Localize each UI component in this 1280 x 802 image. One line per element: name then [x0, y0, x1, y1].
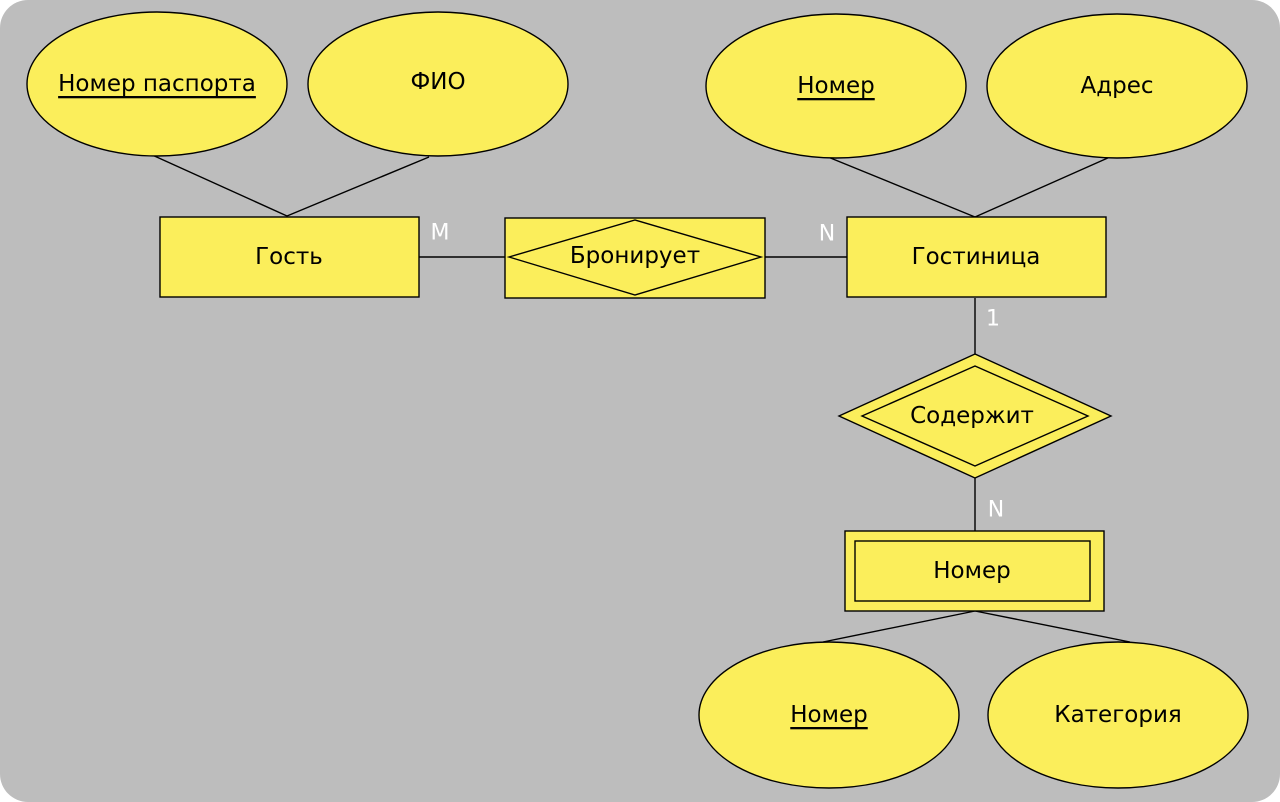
attribute-fullname-label: ФИО — [410, 69, 465, 95]
line-room-category — [974, 610, 1131, 643]
attribute-fullname-ellipse — [307, 11, 569, 157]
entity-hotel-label: Гостиница — [912, 244, 1041, 270]
line-address-hotel — [974, 156, 1111, 218]
line-hotelnumber-hotel — [827, 156, 976, 218]
attribute-hotel-number-label: Номер — [797, 73, 874, 99]
attribute-address-label: Адрес — [1080, 73, 1153, 99]
cardinality-room-contains: N — [988, 498, 1004, 523]
line-fullname-guest — [286, 156, 430, 217]
cardinality-guest-books: M — [431, 221, 450, 246]
attribute-passport-ellipse — [26, 11, 288, 157]
attribute-address-ellipse — [986, 13, 1248, 159]
entity-room-inner-box — [854, 540, 1091, 602]
entity-guest-label: Гость — [255, 244, 323, 270]
line-passport-guest — [149, 153, 288, 217]
attribute-room-number-ellipse — [698, 641, 960, 789]
entity-guest-box — [159, 216, 420, 298]
line-room-roomnumber — [822, 610, 976, 643]
cardinality-hotel-books: N — [819, 222, 835, 247]
attribute-category-ellipse — [987, 641, 1249, 789]
relationship-books-diamond — [506, 219, 764, 296]
relationship-contains-inner-diamond — [860, 365, 1090, 467]
relationship-books-label: Бронирует — [570, 243, 700, 269]
connector-lines — [149, 153, 1131, 643]
entity-hotel-box — [846, 216, 1107, 298]
attribute-hotel-number-ellipse — [705, 13, 967, 159]
cardinality-hotel-contains: 1 — [986, 307, 1000, 332]
attribute-passport-label: Номер паспорта — [58, 71, 256, 97]
attribute-category-label: Категория — [1054, 702, 1182, 728]
attribute-room-number-label: Номер — [790, 702, 867, 728]
entity-room-label: Номер — [933, 558, 1010, 584]
relationship-contains-label: Содержит — [910, 403, 1034, 429]
